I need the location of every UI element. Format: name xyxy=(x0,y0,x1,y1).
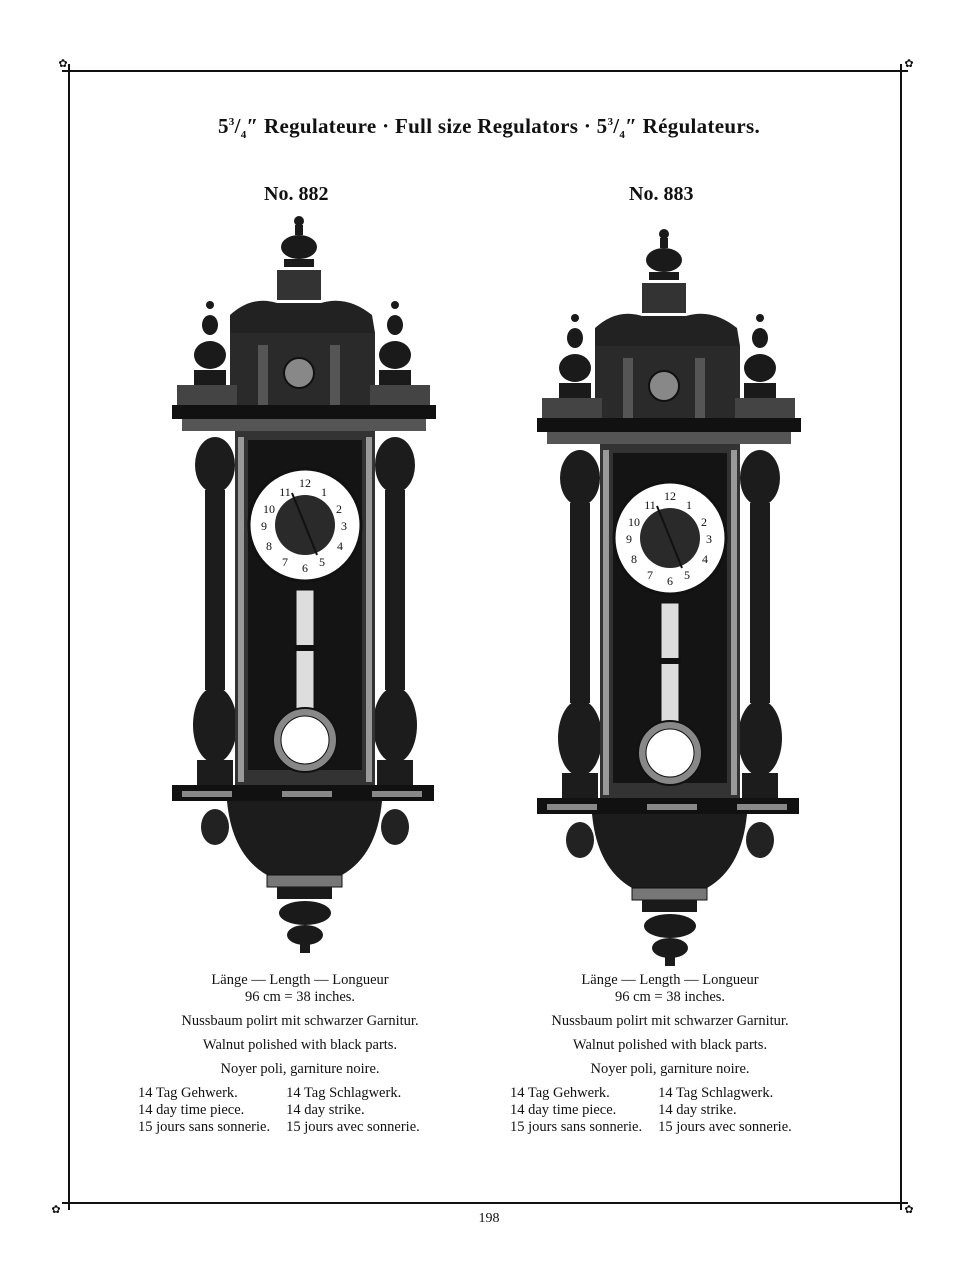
svg-text:2: 2 xyxy=(336,502,342,516)
length-label: Länge — Length — Longueur xyxy=(581,972,759,988)
svg-text:7: 7 xyxy=(282,555,288,569)
svg-text:5: 5 xyxy=(684,568,690,582)
mask-ornament xyxy=(283,357,315,389)
top-finial xyxy=(277,216,321,300)
crest xyxy=(230,300,375,333)
page-title: 53/4″ Regulateure · Full size Regulators… xyxy=(217,114,761,142)
movement-timepiece: 14 Tag Gehwerk.14 day time piece.15 jour… xyxy=(138,1085,271,1135)
movement-timepiece: 14 Tag Gehwerk.14 day time piece.15 jour… xyxy=(510,1085,643,1135)
description-fr: Noyer poli, garniture noire. xyxy=(220,1061,380,1077)
model-number-882: No. 882 xyxy=(264,183,329,205)
left-border xyxy=(68,64,70,1210)
svg-text:3: 3 xyxy=(341,519,347,533)
corner-ornament-icon: ✿ xyxy=(51,1203,61,1216)
svg-text:12: 12 xyxy=(664,489,676,503)
mask-ornament xyxy=(648,370,680,402)
svg-text:2: 2 xyxy=(701,515,707,529)
length-value: 96 cm = 38 inches. xyxy=(244,989,356,1005)
svg-text:8: 8 xyxy=(631,552,637,566)
svg-text:6: 6 xyxy=(302,561,308,575)
movement-strike: 14 Tag Schlagwerk.14 day strike.15 jours… xyxy=(286,1085,420,1135)
svg-text:4: 4 xyxy=(702,552,708,566)
movement-strike: 14 Tag Schlagwerk.14 day strike.15 jours… xyxy=(658,1085,792,1135)
crest xyxy=(595,313,740,346)
corner-ornament-icon: ✿ xyxy=(904,1203,914,1216)
right-border xyxy=(900,64,902,1210)
svg-text:7: 7 xyxy=(647,568,653,582)
description-de: Nussbaum polirt mit schwarzer Garnitur. xyxy=(551,1013,789,1029)
cornice xyxy=(172,405,436,419)
svg-text:3: 3 xyxy=(706,532,712,546)
svg-text:10: 10 xyxy=(628,515,640,529)
svg-text:9: 9 xyxy=(261,519,267,533)
svg-text:8: 8 xyxy=(266,539,272,553)
svg-text:10: 10 xyxy=(263,502,275,516)
bottom-bracket xyxy=(592,814,747,888)
description-en: Walnut polished with black parts. xyxy=(572,1037,768,1053)
length-label: Länge — Length — Longueur xyxy=(211,972,389,988)
page-number: 198 xyxy=(478,1211,500,1226)
bottom-finial xyxy=(277,887,332,953)
length-value: 96 cm = 38 inches. xyxy=(614,989,726,1005)
corner-ornament-icon: ✿ xyxy=(904,57,914,70)
bottom-finial xyxy=(642,900,697,966)
svg-text:1: 1 xyxy=(686,498,692,512)
top-border xyxy=(62,70,908,72)
description-en: Walnut polished with black parts. xyxy=(202,1037,398,1053)
product-description-882: Länge — Length — Longueur 96 cm = 38 inc… xyxy=(120,972,480,1136)
description-fr: Noyer poli, garniture noire. xyxy=(590,1061,750,1077)
svg-text:1: 1 xyxy=(321,485,327,499)
description-de: Nussbaum polirt mit schwarzer Garnitur. xyxy=(181,1013,419,1029)
corner-ornament-icon: ✿ xyxy=(58,57,68,70)
svg-text:6: 6 xyxy=(667,574,673,588)
svg-text:9: 9 xyxy=(626,532,632,546)
top-finial xyxy=(642,229,686,313)
svg-text:12: 12 xyxy=(299,476,311,490)
bottom-bracket xyxy=(227,801,382,875)
svg-text:11: 11 xyxy=(644,498,656,512)
svg-text:11: 11 xyxy=(279,485,291,499)
product-description-883: Länge — Length — Longueur 96 cm = 38 inc… xyxy=(490,972,850,1136)
model-number-883: No. 883 xyxy=(629,183,694,205)
bottom-border xyxy=(62,1202,908,1204)
cornice xyxy=(537,418,801,432)
svg-text:4: 4 xyxy=(337,539,343,553)
svg-text:5: 5 xyxy=(319,555,325,569)
